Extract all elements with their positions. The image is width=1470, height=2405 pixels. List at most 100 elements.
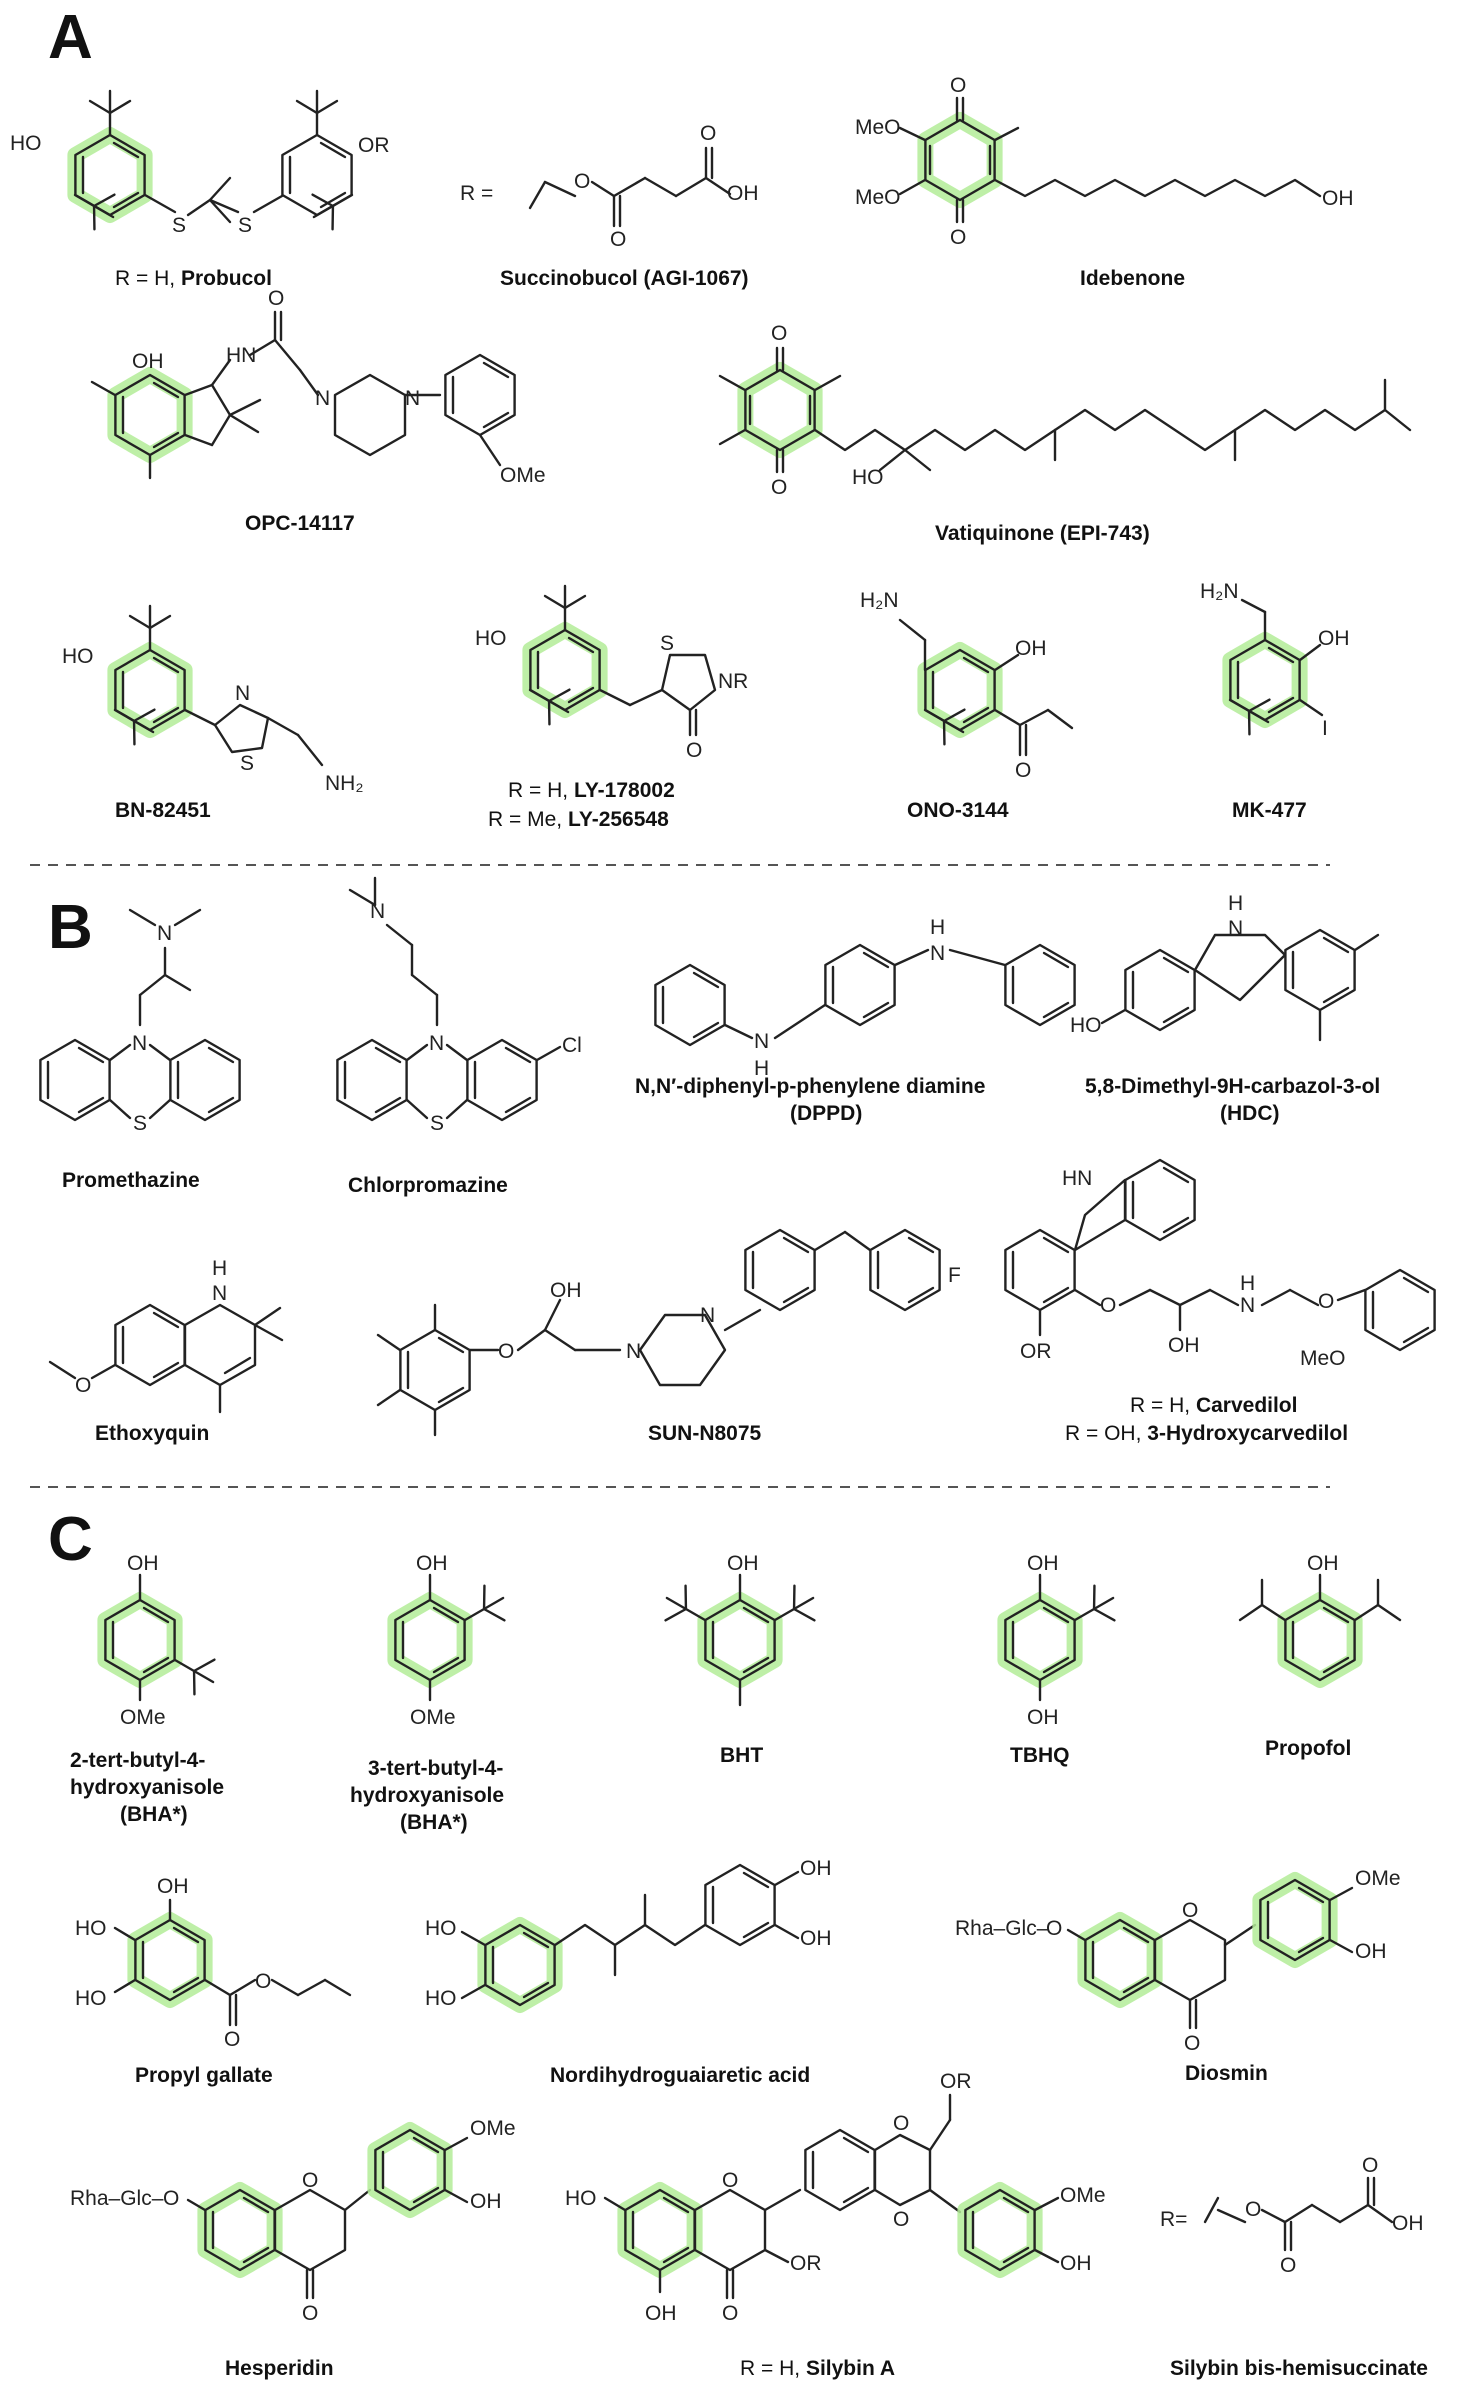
caption-silybin-bis: Silybin bis-hemisuccinate — [1170, 2357, 1428, 2380]
structure-bn — [103, 604, 324, 767]
caption-propyl-gallate: Propyl gallate — [135, 2064, 273, 2087]
structure-sun — [376, 1228, 941, 1437]
caption-bha2-line3: (BHA*) — [120, 1803, 188, 1826]
atom-rha-glc: Rha–Glc– — [955, 1917, 1049, 1940]
caption-ly1: R = H, LY-178002 — [508, 779, 675, 802]
caption-hdc-line2: (HDC) — [1220, 1102, 1279, 1125]
atom-ome: OMe — [120, 1706, 166, 1729]
atom-o: O — [893, 2208, 909, 2231]
atom-n: N — [700, 1304, 715, 1327]
structure-hesperidin — [186, 2130, 469, 2300]
atom-h: H — [212, 1257, 227, 1280]
structure-propofol — [1238, 1573, 1402, 1680]
atom-n: N — [212, 1282, 227, 1305]
atom-o: O — [1015, 759, 1031, 782]
atom-meo: MeO — [1300, 1347, 1346, 1370]
atom-o: O — [498, 1340, 514, 1363]
label-r-equals: R= — [1160, 2208, 1187, 2231]
structure-ndga — [460, 1863, 800, 2005]
structure-opc — [90, 310, 516, 480]
caption-silybin: R = H, Silybin A — [740, 2357, 895, 2380]
atom-o: O — [75, 1374, 91, 1397]
atom-oh: OH — [800, 1857, 832, 1880]
atom-h2n: H₂N — [860, 589, 898, 612]
structure-chlorpromazine — [336, 876, 562, 1122]
caption-hdc-line1: 5,8-Dimethyl-9H-carbazol-3-ol — [1085, 1075, 1380, 1098]
caption-bha3-line2: hydroxyanisole — [350, 1784, 504, 1807]
atom-o: O — [224, 2028, 240, 2051]
structure-ono — [898, 618, 1074, 757]
atom-o: O — [1245, 2198, 1261, 2221]
atom-f: F — [948, 1264, 961, 1287]
atom-o: O — [722, 2302, 738, 2325]
structure-silybin — [603, 2093, 1060, 2300]
atom-oh: OH — [645, 2302, 677, 2325]
atom-oh: OH — [727, 1552, 759, 1575]
atom-or: OR — [790, 2252, 822, 2275]
atom-oh: OH — [416, 1552, 448, 1575]
caption-ono: ONO-3144 — [907, 799, 1009, 822]
atom-oh: OH — [1027, 1552, 1059, 1575]
atom-o: O — [268, 287, 284, 310]
caption-chlorpromazine: Chlorpromazine — [348, 1174, 508, 1197]
caption-propofol: Propofol — [1265, 1737, 1351, 1760]
atom-h2n: H₂N — [1200, 580, 1238, 603]
atom-rha-glc: Rha–Glc– — [70, 2187, 164, 2210]
caption-succinobucol: Succinobucol (AGI-1067) — [500, 267, 749, 290]
atom-o: O — [700, 122, 716, 145]
atom-o: O — [1046, 1917, 1062, 1940]
atom-o: O — [163, 2187, 179, 2210]
structure-dppd — [654, 943, 1076, 1047]
atom-n: N — [157, 922, 172, 945]
structure-probucol: S S — [63, 89, 364, 237]
structure-promethazine — [39, 908, 241, 1122]
atom-n: N — [626, 1340, 641, 1363]
atom-ome: OMe — [410, 1706, 456, 1729]
label-r-equals: R = — [460, 182, 493, 205]
caption-bha2-line2: hydroxyanisole — [70, 1776, 224, 1799]
atom-o: O — [610, 228, 626, 251]
caption-idebenone: Idebenone — [1080, 267, 1185, 290]
atom-s: S — [240, 752, 254, 775]
atom-o: O — [893, 2112, 909, 2135]
atom-nh: N — [1228, 917, 1243, 940]
atom-meo: MeO — [855, 186, 901, 209]
caption-dppd-line2: (DPPD) — [790, 1102, 862, 1125]
caption-carvedilol: R = H, Carvedilol — [1130, 1394, 1297, 1417]
atom-ho: HO — [425, 1987, 457, 2010]
atom-o: O — [1100, 1294, 1116, 1317]
atom-oh: OH — [550, 1279, 582, 1302]
atom-oh: OH — [157, 1875, 189, 1898]
atom-meo: MeO — [855, 116, 901, 139]
atom-o: O — [302, 2169, 318, 2192]
atom-or: OR — [358, 134, 390, 157]
structure-bis-hemisuccinate-r — [1203, 2176, 1394, 2252]
atom-h: H — [1228, 892, 1243, 915]
atom-oh: OH — [1307, 1552, 1339, 1575]
atom-oh: OH — [727, 182, 759, 205]
structure-bha2 — [105, 1573, 225, 1702]
atom-o: O — [950, 226, 966, 249]
atom-h: H — [930, 916, 945, 939]
structure-mk — [1218, 598, 1324, 741]
atom-n: N — [405, 387, 420, 410]
atom-ome: OMe — [470, 2117, 516, 2140]
atom-i: I — [1322, 717, 1328, 740]
atom-o: O — [771, 476, 787, 499]
caption-sun: SUN-N8075 — [648, 1422, 762, 1445]
atom-oh: OH — [1318, 627, 1350, 650]
atom-oh: OH — [1322, 187, 1354, 210]
atom-ho: HO — [75, 1987, 107, 2010]
atom-ho: HO — [852, 466, 884, 489]
atom-h: H — [1240, 1272, 1255, 1295]
panel-letter-a: A — [48, 3, 93, 72]
panel-letter-c: C — [48, 1505, 93, 1574]
caption-bht: BHT — [720, 1744, 763, 1767]
atom-ome: OMe — [500, 464, 546, 487]
structure-ethoxyquin — [48, 1303, 284, 1414]
atom-n: N — [429, 1032, 444, 1055]
atom-o: O — [574, 170, 590, 193]
caption-tbhq: TBHQ — [1010, 1744, 1070, 1767]
atom-o: O — [255, 1970, 271, 1993]
